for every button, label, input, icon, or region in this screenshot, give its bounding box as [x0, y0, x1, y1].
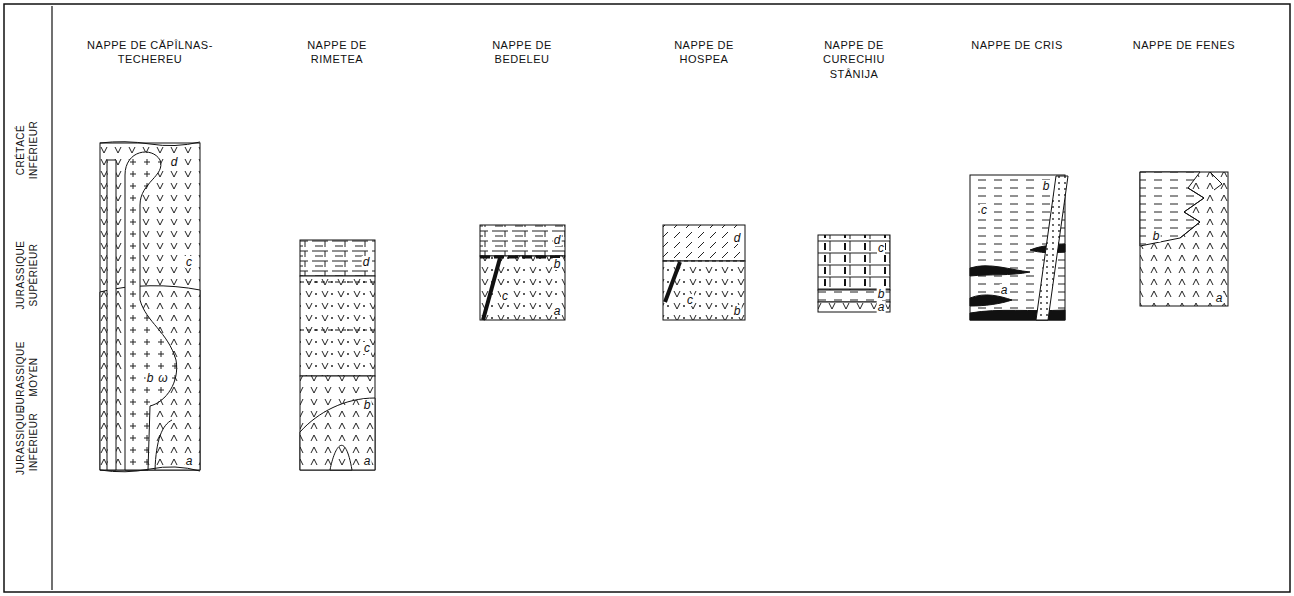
column-hospea — [663, 225, 745, 320]
unit-letter: b — [146, 372, 155, 384]
nappe-column: NAPPE DE HOSPEA — [649, 38, 759, 67]
nappe-column: NAPPE DE CĂPÎLNAS-TECHEREU — [85, 38, 215, 67]
frame — [4, 4, 1290, 592]
unit-letter: b — [363, 399, 372, 411]
unit-letter: b — [733, 305, 742, 317]
unit-letter: b — [1042, 180, 1051, 192]
unit-letter: ω — [157, 372, 168, 384]
nappe-name: NAPPE DE FENES — [1129, 38, 1239, 52]
column-fenes — [1140, 172, 1228, 306]
nappe-column: NAPPE DE BEDELEU — [467, 38, 577, 67]
unit-letter: c — [686, 294, 694, 306]
unit-letter: b — [1152, 230, 1161, 242]
unit-letter: b — [553, 258, 562, 270]
unit-letter: c — [877, 242, 885, 254]
nappe-name: NAPPE DE CRIS — [962, 38, 1072, 52]
column-bedeleu — [480, 225, 565, 320]
unit-letter: d — [733, 232, 742, 244]
unit-letter: b — [877, 288, 886, 300]
unit-letter: c — [185, 256, 193, 268]
unit-letter: a — [1000, 284, 1009, 296]
nappe-name: NAPPE DE HOSPEA — [649, 38, 759, 67]
nappe-column: NAPPE DE CURECHIU STÂNIJA — [799, 38, 909, 81]
column-cris — [970, 175, 1068, 320]
nappe-name: NAPPE DE RIMETEA — [282, 38, 392, 67]
unit-letter: a — [877, 301, 886, 313]
unit-letter: a — [553, 305, 562, 317]
period-label: CRÉTACÉ INFÉRIEUR — [15, 104, 40, 196]
period-label: JURASSIQUE INFÉRIEUR — [15, 409, 40, 475]
nappe-name: NAPPE DE BEDELEU — [467, 38, 577, 67]
unit-letter: a — [363, 455, 372, 467]
unit-letter: a — [1215, 292, 1224, 304]
nappe-column: NAPPE DE CRIS — [962, 38, 1072, 53]
unit-letter: c — [501, 290, 509, 302]
column-rimetea — [300, 240, 375, 470]
nappe-column: NAPPE DE FENES — [1129, 38, 1239, 53]
nappe-name: NAPPE DE CĂPÎLNAS-TECHEREU — [85, 38, 215, 67]
period-label: JURASSIQUE MOYEN — [15, 344, 40, 410]
unit-letter: d — [170, 156, 179, 168]
unit-letter: c — [363, 342, 371, 354]
unit-letter: a — [185, 455, 194, 467]
period-label: JURASSIQUE SUPÉRIEUR — [15, 229, 40, 321]
nappe-column: NAPPE DE RIMETEA — [282, 38, 392, 67]
unit-letter: d — [553, 234, 562, 246]
unit-letter: c — [980, 204, 988, 216]
column-curechiu — [818, 235, 890, 312]
column-capilnas — [100, 142, 200, 472]
nappe-name: NAPPE DE CURECHIU STÂNIJA — [799, 38, 909, 81]
unit-letter: d — [362, 256, 371, 268]
